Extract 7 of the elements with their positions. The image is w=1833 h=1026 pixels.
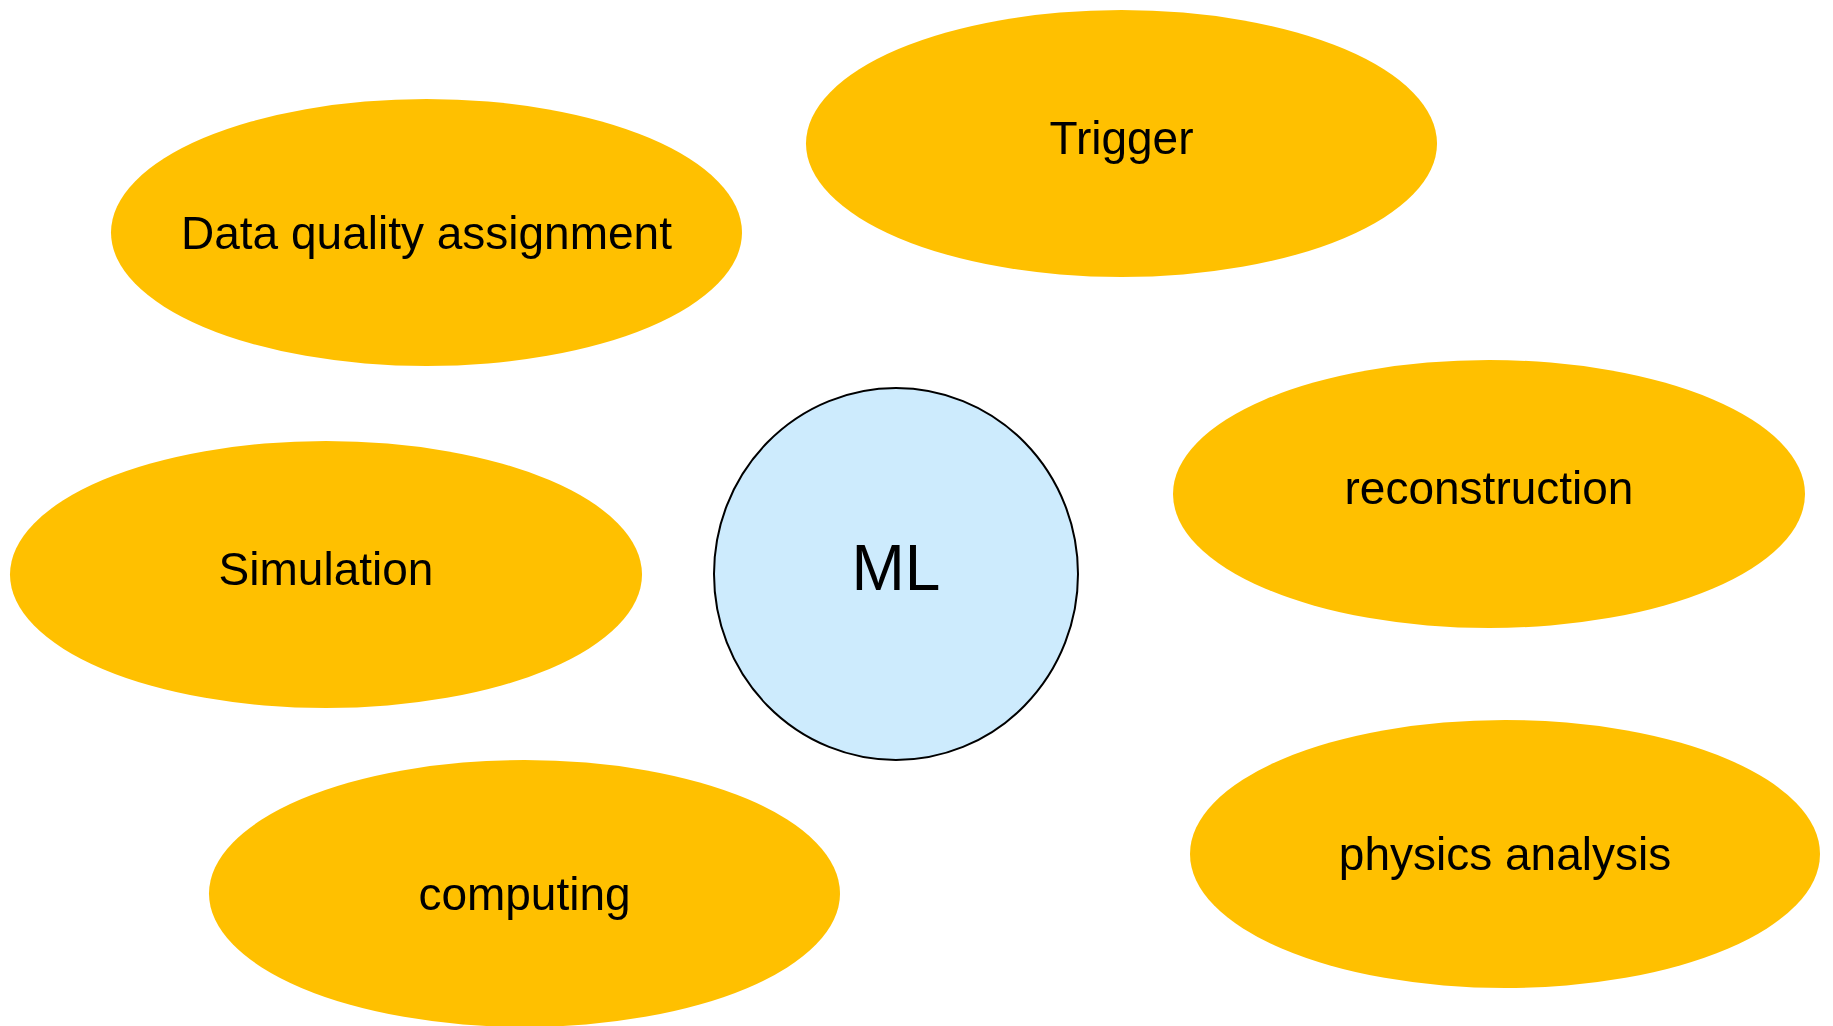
topic-label: Data quality assignment [181,205,672,260]
center-label: ML [851,531,941,605]
topic-label: physics analysis [1338,827,1672,881]
topic-label: Trigger [1049,110,1194,165]
topic-label: Simulation [218,541,434,596]
topic-label: reconstruction [1344,461,1634,515]
topic-label: computing [418,866,631,921]
